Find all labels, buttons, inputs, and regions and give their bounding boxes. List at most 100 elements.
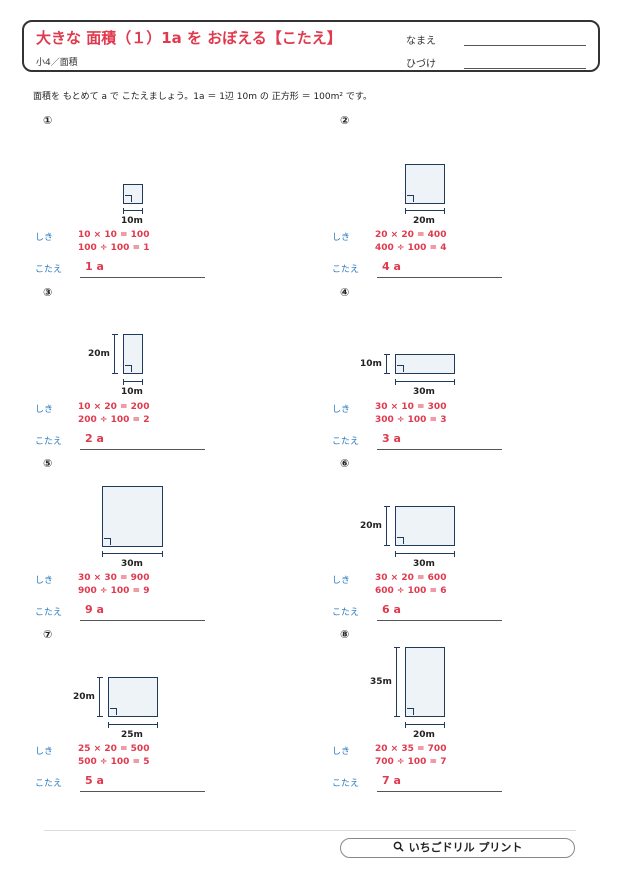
shiki-label: しき	[35, 747, 54, 757]
calc-line-2: 300 ÷ 100 = 3	[375, 415, 447, 425]
name-label: なまえ	[406, 36, 436, 47]
right-angle-mark	[110, 708, 117, 715]
answer-line	[80, 277, 205, 278]
answer-value: 2 a	[85, 432, 104, 445]
shiki-label: しき	[332, 405, 351, 415]
answer-value: 3 a	[382, 432, 401, 445]
calc-line-2: 100 ÷ 100 = 1	[78, 243, 150, 253]
brand-badge[interactable]: いちごドリル プリント	[340, 838, 575, 858]
height-dimension-line	[112, 334, 118, 374]
answer-value: 4 a	[382, 260, 401, 273]
calc-line-1: 30 × 30 = 900	[78, 573, 150, 583]
width-label: 10m	[121, 216, 143, 226]
problem-5: ⑤ 30m しき 30 × 30 = 900 900 ÷ 100 = 9 こたえ…	[33, 457, 323, 629]
area-rectangle	[395, 354, 455, 374]
kotae-label: こたえ	[35, 265, 63, 275]
calc-line-1: 10 × 10 = 100	[78, 230, 150, 240]
width-label: 30m	[121, 559, 143, 569]
height-label: 10m	[360, 359, 382, 369]
width-label: 30m	[413, 559, 435, 569]
problem-8: ⑧ 35m 20m しき 20 × 35 = 700 700 ÷ 100 = 7…	[330, 628, 620, 800]
answer-line	[377, 277, 502, 278]
problem-number: ②	[340, 114, 350, 127]
width-dimension-line	[395, 379, 455, 385]
calc-line-2: 900 ÷ 100 = 9	[78, 586, 150, 596]
calc-line-1: 30 × 10 = 300	[375, 402, 447, 412]
right-angle-mark	[104, 538, 111, 545]
answer-value: 5 a	[85, 774, 104, 787]
problem-number: ③	[43, 286, 53, 299]
worksheet-subtitle: 小4／面積	[36, 58, 78, 68]
width-label: 20m	[413, 216, 435, 226]
area-rectangle	[102, 486, 163, 547]
brand-label: いちごドリル プリント	[408, 841, 523, 854]
area-rectangle	[395, 506, 455, 546]
problem-number: ①	[43, 114, 53, 127]
problem-number: ⑦	[43, 628, 53, 641]
area-rectangle	[123, 334, 143, 374]
right-angle-mark	[397, 365, 404, 372]
problem-number: ④	[340, 286, 350, 299]
calc-line-2: 700 ÷ 100 = 7	[375, 757, 447, 767]
right-angle-mark	[407, 708, 414, 715]
right-angle-mark	[125, 195, 132, 202]
width-dimension-line	[123, 379, 143, 385]
area-rectangle	[123, 184, 143, 204]
problem-3: ③ 20m 10m しき 10 × 20 = 200 200 ÷ 100 = 2…	[33, 286, 323, 458]
calc-line-1: 10 × 20 = 200	[78, 402, 150, 412]
height-dimension-line	[384, 506, 390, 546]
width-dimension-line	[395, 551, 455, 557]
width-label: 25m	[121, 730, 143, 740]
width-dimension-line	[405, 208, 445, 214]
kotae-label: こたえ	[332, 608, 360, 618]
answer-value: 9 a	[85, 603, 104, 616]
width-dimension-line	[102, 551, 163, 557]
problem-number: ⑥	[340, 457, 350, 470]
problem-number: ⑤	[43, 457, 53, 470]
answer-line	[80, 620, 205, 621]
right-angle-mark	[125, 365, 132, 372]
calc-line-1: 30 × 20 = 600	[375, 573, 447, 583]
date-label: ひづけ	[406, 59, 436, 70]
height-label: 35m	[370, 677, 392, 687]
height-label: 20m	[73, 692, 95, 702]
answer-line	[377, 791, 502, 792]
calc-line-1: 20 × 20 = 400	[375, 230, 447, 240]
answer-value: 6 a	[382, 603, 401, 616]
search-icon	[393, 841, 404, 852]
area-rectangle	[405, 647, 445, 717]
height-dimension-line	[394, 647, 400, 717]
shiki-label: しき	[332, 233, 351, 243]
width-label: 30m	[413, 387, 435, 397]
height-dimension-line	[97, 677, 103, 717]
calc-line-2: 600 ÷ 100 = 6	[375, 586, 447, 596]
kotae-label: こたえ	[332, 779, 360, 789]
kotae-label: こたえ	[35, 779, 63, 789]
shiki-label: しき	[35, 405, 54, 415]
shiki-label: しき	[332, 747, 351, 757]
shiki-label: しき	[332, 576, 351, 586]
area-rectangle	[405, 164, 445, 204]
kotae-label: こたえ	[35, 437, 63, 447]
height-dimension-line	[384, 354, 390, 374]
calc-line-2: 400 ÷ 100 = 4	[375, 243, 447, 253]
kotae-label: こたえ	[332, 265, 360, 275]
width-dimension-line	[405, 722, 445, 728]
answer-line	[80, 449, 205, 450]
problem-1: ① 10m しき 10 × 10 = 100 100 ÷ 100 = 1 こたえ…	[33, 114, 323, 286]
height-label: 20m	[360, 521, 382, 531]
problem-4: ④ 10m 30m しき 30 × 10 = 300 300 ÷ 100 = 3…	[330, 286, 620, 458]
worksheet-header: 大きな 面積（１）1a を おぼえる【こたえ】 小4／面積 なまえ ひづけ	[22, 20, 600, 72]
worksheet-title: 大きな 面積（１）1a を おぼえる【こたえ】	[36, 29, 342, 47]
calc-line-2: 500 ÷ 100 = 5	[78, 757, 150, 767]
instruction-text: 面積を もとめて a で こたえましょう。1a ＝ 1辺 10m の 正方形 ＝…	[33, 92, 372, 102]
width-dimension-line	[123, 208, 143, 214]
calc-line-1: 20 × 35 = 700	[375, 744, 447, 754]
answer-value: 7 a	[382, 774, 401, 787]
width-label: 20m	[413, 730, 435, 740]
answer-value: 1 a	[85, 260, 104, 273]
kotae-label: こたえ	[332, 437, 360, 447]
date-line	[464, 68, 586, 69]
right-angle-mark	[407, 195, 414, 202]
problem-6: ⑥ 20m 30m しき 30 × 20 = 600 600 ÷ 100 = 6…	[330, 457, 620, 629]
